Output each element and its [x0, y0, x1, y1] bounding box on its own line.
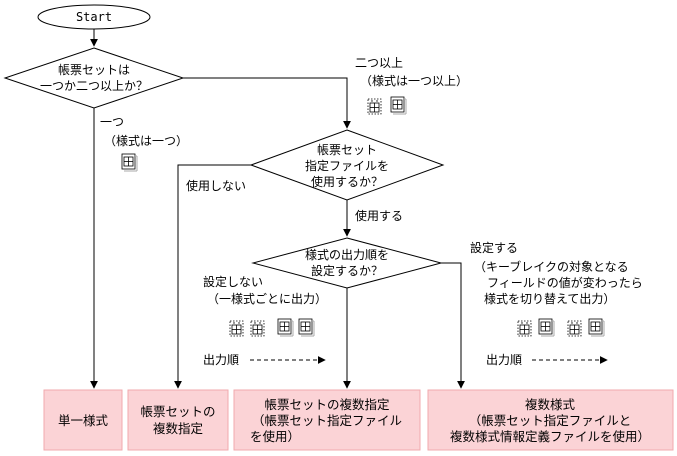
branch-one-label: 一つ — [100, 115, 124, 129]
edge-d3-set — [441, 262, 465, 389]
output-order-label: 出力順 — [486, 353, 522, 367]
branch-not-set-sub: （一様式ごとに出力） — [207, 291, 327, 306]
decision-2-line-3: 使用するか？ — [311, 174, 383, 189]
form-icon — [121, 153, 138, 172]
branch-two-sub: （様式は一つ以上） — [360, 74, 468, 88]
form-set-icon — [229, 320, 244, 337]
form-set-icon — [367, 98, 382, 115]
result-multiple-form-sets-with-file: 帳票セットの複数指定 （帳票セット指定ファイル を使用） — [233, 389, 421, 451]
decision-form-set-count: 帳票セットは 一つか二つ以上か？ — [3, 47, 185, 109]
branch-use-label: 使用する — [355, 208, 403, 223]
start-label: Start — [76, 10, 112, 24]
result-4-line-1: 複数様式 — [525, 397, 576, 412]
form-set-icon — [517, 320, 532, 337]
branch-set-label: 設定する — [470, 240, 518, 255]
form-icon — [277, 318, 294, 337]
result-2-line-1: 帳票セットの — [140, 404, 215, 419]
decision-1-line-1: 帳票セットは — [58, 63, 130, 77]
branch-set-sub-3: 様式を切り替えて出力） — [484, 292, 615, 306]
output-order-label: 出力順 — [203, 353, 239, 367]
decision-2-line-1: 帳票セット — [317, 143, 377, 157]
decision-3-line-1: 様式の出力順を — [305, 248, 389, 262]
decision-3-line-2: 設定するか？ — [311, 263, 383, 278]
decision-use-set-file: 帳票セット 指定ファイルを 使用するか？ — [249, 129, 445, 201]
branch-one-sub: （様式は一つ） — [104, 134, 188, 148]
branch-two-label: 二つ以上 — [355, 56, 403, 70]
form-set-icon — [567, 320, 582, 337]
result-multiple-forms: 複数様式 （帳票セット指定ファイルと 複数様式情報定義ファイルを使用） — [427, 389, 674, 451]
branch-not-set-label: 設定しない — [203, 274, 263, 289]
edge-d2-not-use — [174, 164, 251, 389]
result-3-line-3: を使用） — [250, 429, 300, 444]
result-1-line-1: 単一様式 — [58, 413, 109, 428]
branch-not-use-label: 使用しない — [186, 178, 246, 193]
result-4-line-2: （帳票セット指定ファイルと — [469, 413, 632, 428]
result-4-line-3: 複数様式情報定義ファイルを使用） — [450, 429, 650, 444]
result-3-line-1: 帳票セットの複数指定 — [264, 397, 389, 412]
branch-set-sub-2: フィールドの値が変わったら — [487, 275, 643, 290]
result-multiple-form-sets: 帳票セットの 複数指定 — [127, 389, 229, 451]
form-icon — [298, 318, 315, 337]
form-icon — [588, 318, 605, 337]
decision-set-output-order: 様式の出力順を 設定するか？ — [251, 237, 443, 289]
form-icon — [390, 96, 407, 115]
decision-1-line-2: 一つか二つ以上か？ — [40, 79, 148, 93]
branch-set-sub-1: （キーブレイクの対象となる — [474, 259, 629, 274]
form-icon — [538, 318, 555, 337]
result-single-form: 単一様式 — [43, 389, 123, 451]
form-set-icon — [250, 320, 265, 337]
result-2-line-2: 複数指定 — [153, 421, 203, 436]
result-3-line-2: （帳票セット指定ファイル — [252, 413, 402, 428]
decision-2-line-2: 指定ファイルを — [305, 158, 389, 173]
start-terminal: Start — [37, 4, 151, 30]
edge-d1-two-or-more — [183, 77, 351, 129]
